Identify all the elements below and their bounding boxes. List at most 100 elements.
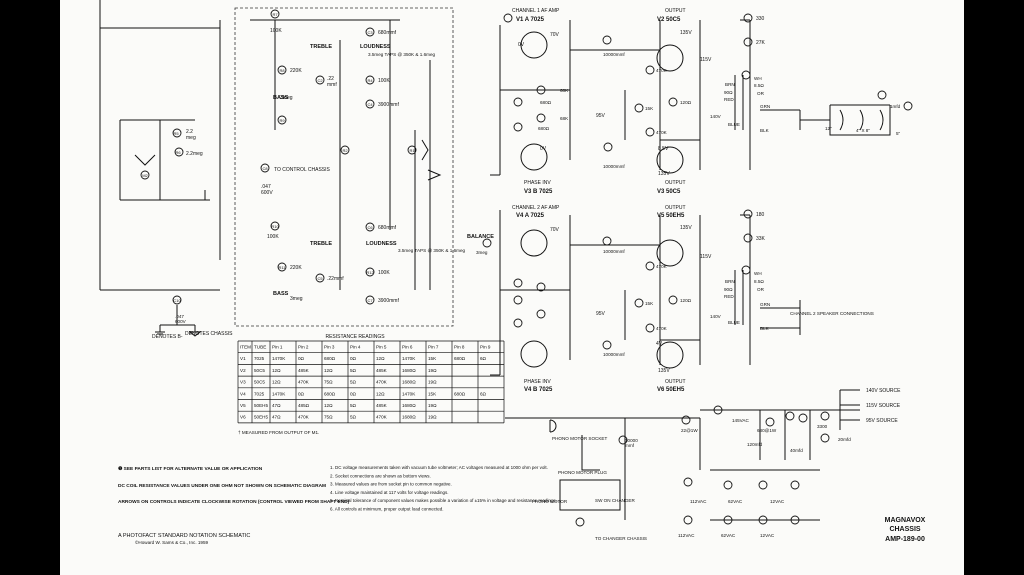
table-cell: 5Ω [350, 368, 357, 373]
svg-text:145VAC: 145VAC [732, 418, 749, 423]
table-cell: 470K [376, 380, 388, 385]
table-header-cell: TUBE [254, 345, 266, 350]
phono-motor-socket-label: PHONO MOTOR SOCKET [552, 436, 607, 441]
table-cell: 75Ω [324, 380, 333, 385]
ch1-af-amp-tube: V1 A 7025 [516, 17, 545, 23]
svg-text:M2: M2 [142, 173, 148, 178]
svg-text:600V: 600V [261, 190, 273, 196]
table-cell: 50EH5 [254, 415, 268, 420]
svg-text:0V: 0V [540, 146, 547, 152]
table-cell: V6 [240, 415, 246, 420]
bass-1-label: BASS [273, 95, 289, 101]
table-cell: 19Ω [428, 380, 437, 385]
svg-text:70V: 70V [550, 227, 560, 233]
svg-text:68K: 68K [560, 88, 569, 93]
svg-text:GRN: GRN [760, 104, 770, 109]
balance-label: BALANCE [467, 234, 494, 240]
speaker-5in: 5" [896, 131, 901, 136]
svg-text:3900mmf: 3900mmf [378, 298, 399, 304]
table-cell: V2 [240, 368, 246, 373]
svg-text:135V: 135V [680, 225, 692, 231]
footer-copyright: ©Howard W. Sams & Co., Inc. 1959 [135, 539, 209, 545]
svg-text:27K: 27K [756, 40, 766, 46]
svg-text:470K: 470K [656, 130, 668, 135]
phono-motor-plug-label: PHONO MOTOR PLUG [558, 470, 607, 475]
svg-text:C10: C10 [173, 298, 181, 303]
svg-text:C3: C3 [367, 30, 373, 35]
svg-text:22@1W: 22@1W [681, 428, 698, 433]
svg-text:BLK: BLK [760, 128, 770, 133]
table-header-cell: Pin 8 [454, 345, 465, 350]
table-cell: 470K [298, 415, 310, 420]
speaker-12in: 12" [825, 126, 832, 131]
svg-text:680Ω: 680Ω [538, 126, 550, 131]
table-cell: 6Ω [480, 391, 487, 396]
svg-text:BRN: BRN [725, 82, 735, 87]
power-supply: 10000mmf 22@1W 145VAC 680@1W 120mfd 40mf… [505, 389, 860, 538]
svg-text:R7: R7 [272, 12, 278, 17]
table-cell: 680Ω [454, 391, 466, 396]
svg-text:.047: .047 [261, 184, 271, 190]
ch2-af-amp-label: CHANNEL 2 AF AMP [512, 205, 560, 211]
ch2-af-amp-tube: V4 A 7025 [516, 213, 545, 219]
note-left-item: ❶ SEE PARTS LIST FOR ALTERNATE VALUE OR … [118, 466, 263, 472]
svg-text:680mmf: 680mmf [378, 30, 397, 36]
table-cell: V3 [240, 380, 246, 385]
svg-text:10000mmf: 10000mmf [603, 52, 625, 57]
resistance-table-footnote: † MEASURED FROM OUTPUT OF M1. [238, 430, 319, 435]
denotes-b-minus: DENOTES B- [152, 334, 183, 340]
channel-2-speaker-connections: CHANNEL 2 SPEAKER CONNECTIONS [790, 311, 874, 316]
svg-text:3meg: 3meg [476, 250, 488, 255]
table-cell: 5Ω [350, 403, 357, 408]
svg-text:40mfd: 40mfd [790, 448, 803, 453]
note-numbered-item: 1. DC voltage measurements taken with va… [330, 465, 548, 470]
ch2-output-label: OUTPUT [665, 205, 686, 211]
svg-text:.22mmf: .22mmf [327, 276, 344, 282]
table-cell: V1 [240, 356, 246, 361]
table-header-cell: Pin 2 [298, 345, 309, 350]
svg-text:R9: R9 [279, 118, 285, 123]
ch2-output2-tube: V6 50EH5 [657, 387, 685, 393]
table-cell: V4 [240, 391, 246, 396]
svg-text:.22: .22 [327, 76, 334, 82]
svg-text:3900mmf: 3900mmf [378, 102, 399, 108]
svg-text:20mfd: 20mfd [838, 437, 851, 442]
svg-text:330: 330 [756, 16, 765, 22]
table-cell: 485K [298, 368, 310, 373]
source-115v: 115V SOURCE [866, 403, 901, 409]
output-transformer-1: WH BRN 8.5Ω 90Ω RED OR GRN 140V BLUE BLK… [710, 70, 913, 136]
source-140v: 140V SOURCE [866, 388, 901, 394]
svg-text:mmf: mmf [625, 443, 635, 448]
table-cell: 7025 [254, 391, 265, 396]
table-cell: 1470K [402, 391, 416, 396]
title-chassis: CHASSIS [889, 526, 920, 533]
table-cell: 5Ω [350, 415, 357, 420]
table-cell: 485K [376, 403, 388, 408]
svg-text:3meg: 3meg [280, 95, 293, 101]
denotes-chassis: DENOTES CHASSIS [185, 331, 233, 337]
table-cell: 1470K [272, 391, 286, 396]
table-header-cell: Pin 6 [402, 345, 413, 350]
svg-text:100K: 100K [378, 78, 390, 84]
svg-text:R5: R5 [173, 131, 179, 136]
svg-text:R4: R4 [367, 78, 373, 83]
svg-text:62VAC: 62VAC [721, 533, 736, 538]
title-brand: MAGNAVOX [885, 517, 926, 524]
table-cell: 485Ω [298, 403, 310, 408]
ch2-output2-label: OUTPUT [665, 379, 686, 385]
svg-text:0V: 0V [518, 42, 525, 48]
ch1-output2-label: OUTPUT [665, 180, 686, 186]
svg-text:RED: RED [724, 97, 734, 102]
table-cell: 5Ω [350, 380, 357, 385]
note-numbered-item: 2. Socket connections are shown as botto… [330, 473, 431, 478]
loudness-1-label: LOUDNESS [360, 44, 391, 50]
svg-text:C5: C5 [317, 276, 323, 281]
svg-text:10000: 10000 [625, 438, 638, 443]
loudness-2-label: LOUDNESS [366, 241, 397, 247]
svg-text:680Ω: 680Ω [540, 100, 552, 105]
treble-2-label: TREBLE [310, 241, 332, 247]
svg-text:2.2meg: 2.2meg [186, 151, 203, 157]
ch1-output-label: OUTPUT [665, 8, 686, 14]
